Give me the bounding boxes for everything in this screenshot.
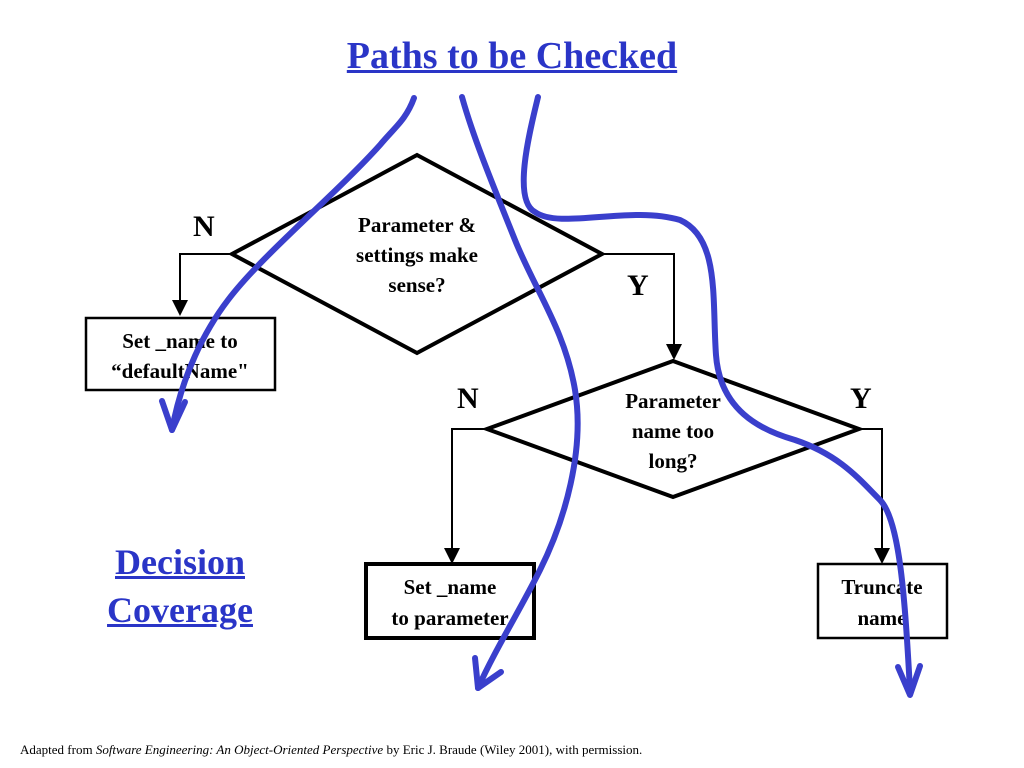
decision-name-yes-label: Y (850, 382, 872, 415)
attribution-footer: Adapted from Software Engineering: An Ob… (20, 742, 642, 758)
box-truncate-name-line-2: name (858, 606, 907, 630)
path-curve-parameter (459, 94, 581, 691)
decision-settings-line-3: sense? (388, 273, 445, 297)
box-truncate-name (816, 562, 949, 640)
box-set-default-name (84, 316, 277, 392)
page-title: Paths to be Checked (346, 35, 678, 77)
heading-line-2: Coverage (107, 590, 253, 630)
decision-name-line-1: Parameter (625, 389, 721, 413)
decision-name-line-2: name too (632, 419, 714, 443)
connector-no-2 (444, 428, 487, 564)
decision-settings-line-2: settings make (356, 243, 478, 267)
connector-yes-1 (602, 253, 682, 360)
box-set-default-name-line-1: Set _name to (122, 329, 237, 353)
connector-no-1 (172, 253, 232, 316)
box-set-name-to-parameter-line-1: Set _name (404, 575, 497, 599)
decision-name-line-3: long? (648, 449, 697, 473)
path-curve-default (169, 95, 417, 433)
decision-diamond-name-length (481, 358, 865, 500)
footer-suffix: by Eric J. Braude (Wiley 2001), with per… (383, 742, 643, 757)
footer-prefix: Adapted from (20, 742, 96, 757)
decision-settings-no-label: N (193, 210, 215, 243)
decision-name-no-label: N (457, 382, 479, 415)
box-set-name-to-parameter-line-2: to parameter (391, 606, 508, 630)
path-arrowhead-truncate (895, 663, 923, 698)
decision-settings-yes-label: Y (627, 269, 649, 302)
path-arrowhead-default (159, 398, 188, 433)
path-arrowhead-parameter (472, 655, 504, 691)
connector-yes-2 (859, 428, 890, 564)
heading-line-1: Decision (115, 542, 245, 582)
footer-book-title: Software Engineering: An Object-Oriented… (95, 742, 384, 757)
decision-coverage-heading: Decision Coverage (60, 538, 300, 634)
box-set-default-name-line-2: “defaultName" (111, 359, 249, 383)
decision-settings-line-1: Parameter & (358, 213, 476, 237)
box-set-name-to-parameter (364, 562, 536, 640)
path-curve-truncate (520, 94, 913, 693)
box-truncate-name-line-1: Truncate (841, 575, 922, 599)
